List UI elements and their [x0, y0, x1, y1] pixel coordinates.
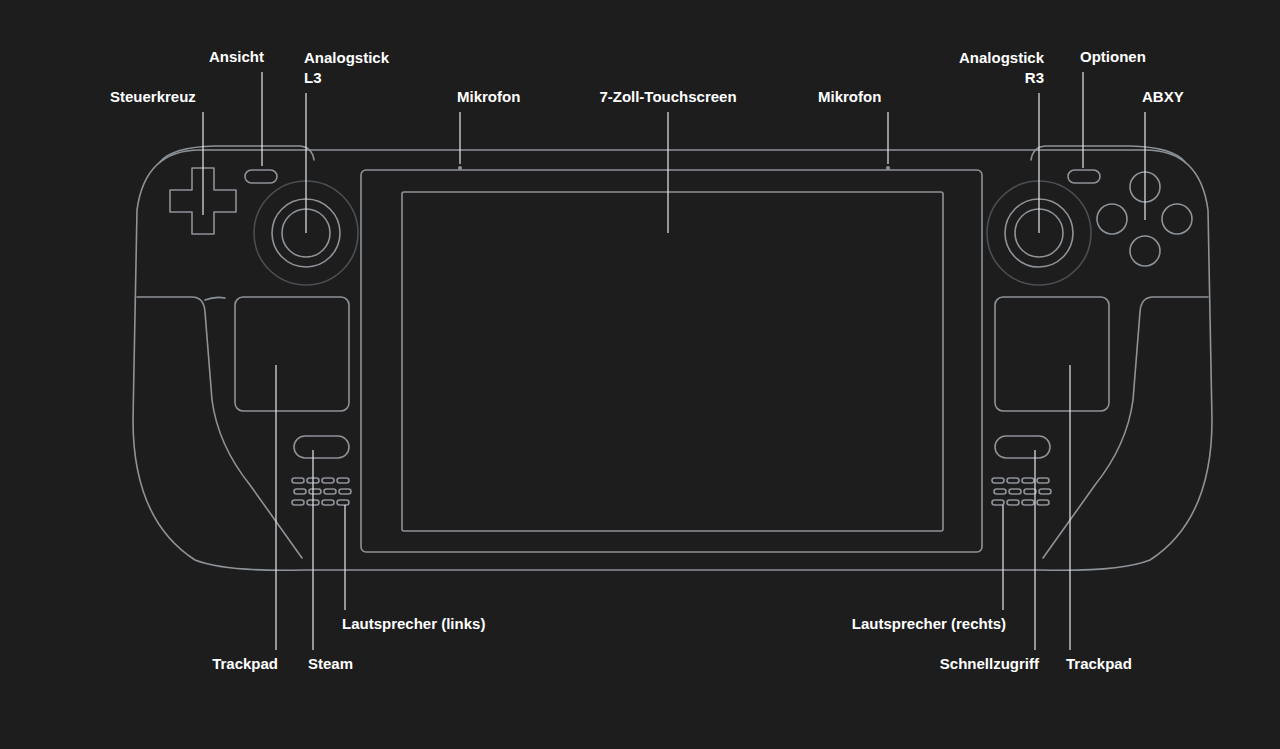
grille-slot	[322, 478, 334, 483]
part-label: Lautsprecher (links)	[342, 614, 485, 634]
steam-button	[294, 436, 349, 458]
part-label: Analogstick L3	[304, 48, 404, 88]
trackpad-left	[235, 297, 349, 411]
leader-lines	[203, 72, 1145, 650]
part-label: Schnellzugriff	[940, 654, 1039, 674]
device-body	[133, 150, 1212, 570]
grille-slot	[324, 489, 336, 494]
grille-slot	[992, 500, 1004, 505]
part-label: Trackpad	[1066, 654, 1132, 674]
grille-slot	[337, 478, 349, 483]
part-label: Ansicht	[209, 47, 264, 67]
grille-slot	[1022, 478, 1034, 483]
part-label: Analogstick R3	[944, 48, 1044, 88]
touchscreen	[402, 192, 943, 531]
grille-slot	[1037, 500, 1049, 505]
speaker-grilles	[292, 478, 1051, 505]
part-label: Steam	[308, 654, 353, 674]
grille-slot	[337, 500, 349, 505]
grille-slot	[1039, 489, 1051, 494]
microphone-right	[886, 166, 890, 170]
grille-slot	[292, 478, 304, 483]
part-label: Optionen	[1080, 47, 1146, 67]
grille-slot	[994, 489, 1006, 494]
part-label: Mikrofon	[818, 87, 881, 107]
grille-slot	[1024, 489, 1036, 494]
grip-right	[1043, 297, 1208, 558]
grille-slot	[1007, 500, 1019, 505]
part-label: ABXY	[1142, 87, 1184, 107]
part-label: 7-Zoll-Touchscreen	[599, 87, 736, 107]
grip-left	[137, 297, 302, 558]
grille-slot	[1037, 478, 1049, 483]
grille-slot	[322, 500, 334, 505]
part-label: Steuerkreuz	[110, 87, 196, 107]
grille-slot	[309, 489, 321, 494]
grille-slot	[992, 478, 1004, 483]
part-label: Mikrofon	[457, 87, 520, 107]
grille-slot	[294, 489, 306, 494]
view-button	[245, 170, 277, 183]
options-button	[1068, 170, 1100, 183]
screen-bezel	[361, 170, 982, 552]
shoulder-left	[160, 146, 314, 162]
part-label: Trackpad	[212, 654, 278, 674]
grille-slot	[1007, 478, 1019, 483]
grille-slot	[1009, 489, 1021, 494]
grille-slot	[292, 500, 304, 505]
grip-left-lower	[205, 297, 225, 300]
part-label: Lautsprecher (rechts)	[852, 614, 1006, 634]
shoulder-right	[1031, 146, 1185, 162]
trackpad-right	[995, 297, 1109, 411]
microphone-left	[458, 166, 462, 170]
quick-access-button	[995, 436, 1050, 458]
grille-slot	[1022, 500, 1034, 505]
grille-slot	[339, 489, 351, 494]
